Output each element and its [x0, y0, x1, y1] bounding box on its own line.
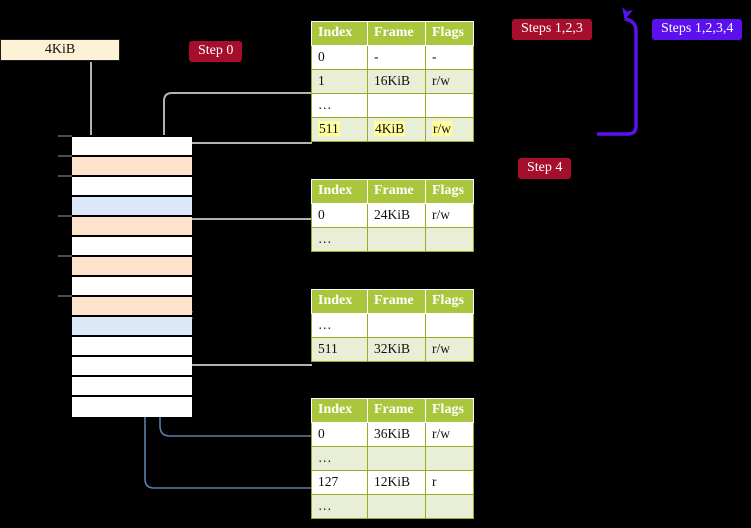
cell-flags: r/w [425, 337, 474, 362]
column-header-flags: Flags [425, 179, 474, 204]
memory-row-tick [58, 135, 72, 137]
cell-frame: 32KiB [367, 337, 426, 362]
cell-flags: r/w [425, 203, 474, 228]
wire-pd-row511 [185, 311, 312, 366]
cell-index: 0 [311, 45, 368, 70]
cell-flags [425, 494, 474, 519]
cell-flags [425, 227, 474, 252]
memory-frame-row [58, 215, 192, 237]
column-header-flags: Flags [425, 398, 474, 423]
cell-frame: - [367, 45, 426, 70]
cell-index: 511 [311, 337, 368, 362]
badge-step-4: Step 4 [518, 158, 572, 179]
cell-flags [425, 93, 474, 118]
cell-frame: 4KiB [367, 117, 426, 142]
table-row: … [311, 227, 474, 252]
cell-frame [367, 93, 426, 118]
cell-index: 1 [311, 69, 368, 94]
column-header-frame: Frame [367, 21, 426, 46]
cell-flags: r/w [425, 422, 474, 447]
memory-frame-row [58, 155, 192, 177]
size-label-4kib: 4KiB [0, 39, 120, 61]
cell-flags: r/w [425, 117, 474, 142]
table-row: … [311, 313, 474, 338]
cell-flags [425, 313, 474, 338]
memory-row-tick [58, 295, 72, 297]
memory-frame-row [58, 175, 192, 197]
cell-index: 511 [311, 117, 368, 142]
cell-index: 0 [311, 422, 368, 447]
memory-row-tick [58, 155, 72, 157]
badge-steps-1234: Steps 1,2,3,4 [652, 19, 743, 40]
cell-index: … [311, 227, 368, 252]
memory-row-tick [58, 175, 72, 177]
cell-flags: r [425, 470, 474, 495]
memory-frame-row [72, 397, 192, 417]
cell-flags [425, 446, 474, 471]
cell-frame [367, 227, 426, 252]
cell-flags: - [425, 45, 474, 70]
table-row: … [311, 93, 474, 118]
cell-index: … [311, 446, 368, 471]
memory-frame-row [58, 295, 192, 317]
memory-row-tick [58, 215, 72, 217]
memory-frame-row [58, 135, 192, 157]
column-header-frame: Frame [367, 289, 426, 314]
column-header-flags: Flags [425, 289, 474, 314]
memory-frame-row [72, 317, 192, 337]
cell-index: … [311, 494, 368, 519]
column-header-index: Index [311, 398, 368, 423]
column-header-index: Index [311, 289, 368, 314]
cell-frame [367, 313, 426, 338]
column-header-frame: Frame [367, 398, 426, 423]
memory-frame-row [72, 197, 192, 217]
table-row: 0-- [311, 45, 474, 70]
column-header-flags: Flags [425, 21, 474, 46]
table-row: … [311, 446, 474, 471]
badge-steps-123: Steps 1,2,3 [512, 19, 592, 40]
cell-frame: 12KiB [367, 470, 426, 495]
cell-index: … [311, 93, 368, 118]
cell-flags: r/w [425, 69, 474, 94]
memory-frame-row [72, 377, 192, 397]
memory-frame-row [72, 337, 192, 357]
memory-frame-row [72, 277, 192, 297]
memory-frame-row [58, 255, 192, 277]
cell-frame: 16KiB [367, 69, 426, 94]
cell-frame: 24KiB [367, 203, 426, 228]
cell-frame [367, 494, 426, 519]
column-header-index: Index [311, 179, 368, 204]
physical-memory-column [58, 135, 192, 417]
column-header-index: Index [311, 21, 368, 46]
memory-row-tick [58, 255, 72, 257]
table-row: … [311, 494, 474, 519]
column-header-frame: Frame [367, 179, 426, 204]
wire-steps-1234-arrow [597, 6, 638, 136]
wire-pdpt-row0 [177, 218, 312, 244]
badge-step-0: Step 0 [189, 41, 243, 62]
cell-index: 0 [311, 203, 368, 228]
memory-frame-row [72, 237, 192, 257]
memory-frame-row [72, 357, 192, 377]
cell-index: 127 [311, 470, 368, 495]
cell-index: … [311, 313, 368, 338]
cell-frame [367, 446, 426, 471]
cell-frame: 36KiB [367, 422, 426, 447]
